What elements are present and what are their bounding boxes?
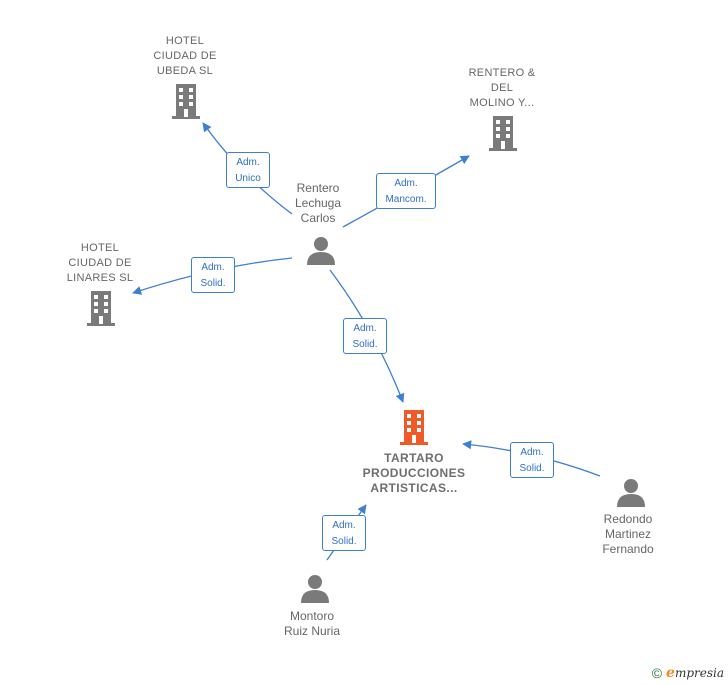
edge-label-adm-unico: Adm. Unico	[226, 152, 270, 188]
person-icon	[301, 575, 329, 603]
main-company-building-icon	[400, 410, 428, 445]
node-label-hotel-linares[interactable]: HOTEL CIUDAD DE LINARES SL	[66, 242, 134, 284]
brand-logo: empresia	[666, 665, 724, 681]
node-label-tartaro[interactable]: TARTARO PRODUCCIONES ARTISTICAS...	[362, 451, 466, 495]
brand-logo-rest: mpresia	[674, 666, 724, 680]
node-label-hotel-ubeda[interactable]: HOTEL CIUDAD DE UBEDA SL	[153, 35, 217, 77]
edge-label-adm-solid: Adm. Solid.	[191, 257, 235, 293]
copyright-symbol: ©	[651, 665, 663, 681]
edge-label-adm-mancom: Adm. Mancom.	[376, 173, 436, 209]
node-label-rentero-molino[interactable]: RENTERO & DEL MOLINO Y...	[468, 67, 536, 109]
building-icon	[489, 116, 517, 151]
building-icon	[172, 84, 200, 119]
node-label-montoro[interactable]: Montoro Ruiz Nuria	[283, 609, 340, 638]
person-icon	[307, 237, 335, 265]
node-label-redondo[interactable]: Redondo Martinez Fernando	[602, 512, 654, 556]
edge-label-adm-solid: Adm. Solid.	[510, 442, 554, 478]
edge-label-adm-solid: Adm. Solid.	[343, 318, 387, 354]
brand-logo-e: e	[666, 665, 675, 681]
person-icon	[617, 479, 645, 507]
node-label-rentero-lechuga[interactable]: Rentero Lechuga Carlos	[294, 181, 342, 225]
footer-brand: © empresia	[652, 665, 724, 681]
edge-label-adm-solid: Adm. Solid.	[322, 515, 366, 551]
building-icon	[87, 291, 115, 326]
